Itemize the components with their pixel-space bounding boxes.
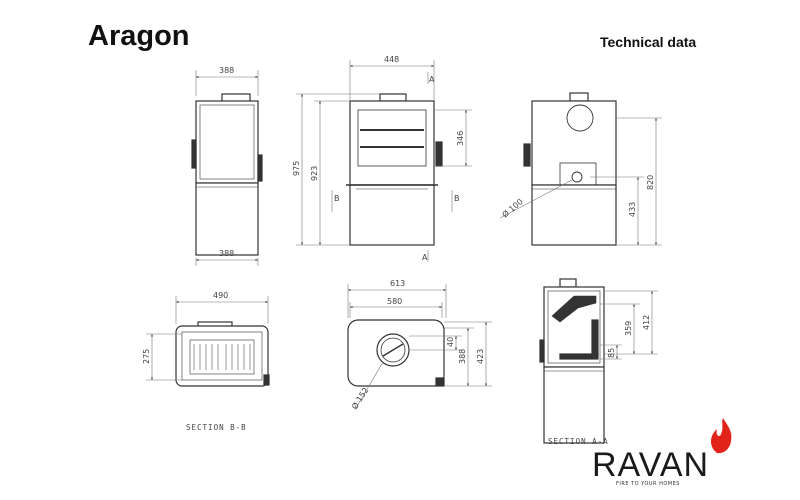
dim-plan-depth-outer: 423 [476, 349, 485, 364]
page-title: Aragon [88, 20, 190, 52]
dim-plan-depth-inner: 388 [458, 349, 467, 364]
brand-tagline: FIRE TO YOUR HOMES [616, 481, 680, 487]
section-marker-a-top: A [429, 75, 435, 84]
dim-front-width: 448 [384, 55, 399, 64]
dim-section-small: 85 [607, 348, 616, 358]
dim-side-bottom-width: 388 [219, 249, 234, 258]
front-view [346, 93, 443, 246]
side-view [191, 93, 263, 256]
dim-section-height-inner: 359 [624, 321, 633, 336]
dim-top-depth: 275 [142, 349, 151, 364]
section-marker-a-bottom: A [422, 253, 428, 262]
dim-rear-outlet-height: 433 [628, 202, 637, 217]
brand-logo: RAVAN FIRE TO YOUR HOMES [592, 418, 732, 487]
dim-section-height-upper: 412 [642, 315, 651, 330]
dim-plan-outer-width: 613 [390, 279, 405, 288]
dim-front-total-height: 975 [292, 161, 301, 176]
dim-front-body-height: 923 [310, 166, 319, 181]
rear-view [523, 92, 617, 246]
dim-plan-small-offset: 40 [446, 337, 455, 347]
dim-plan-flue-diameter: Ø 152 [349, 385, 370, 411]
dim-rear-pipe-diameter: Ø 100 [500, 196, 525, 219]
section-bb-view [175, 321, 270, 387]
section-label-bb: SECTION B-B [186, 423, 247, 432]
plan-view [347, 319, 445, 387]
dim-top-width: 490 [213, 291, 228, 300]
dim-front-firebox-height: 346 [456, 131, 465, 146]
section-label-aa: SECTION A-A [548, 437, 609, 446]
section-aa-view [539, 278, 605, 444]
page-subtitle: Technical data [600, 34, 697, 50]
flame-icon [710, 418, 732, 454]
dim-rear-total-height: 820 [646, 175, 655, 190]
brand-name: RAVAN [592, 446, 709, 484]
dim-plan-inner-width: 580 [387, 297, 402, 306]
section-marker-b-right: B [454, 194, 460, 203]
dim-side-top-width: 388 [219, 66, 234, 75]
section-marker-b-left: B [334, 194, 340, 203]
